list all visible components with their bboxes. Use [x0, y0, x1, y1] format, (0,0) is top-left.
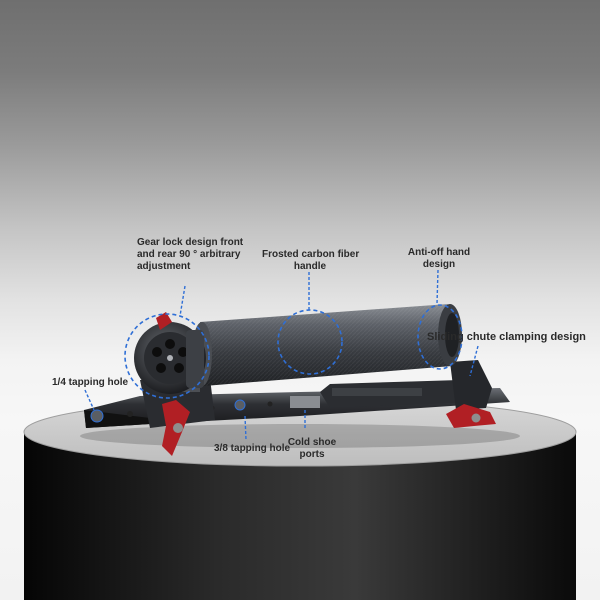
- quarter-hole-label: 1/4 tapping hole: [52, 377, 129, 388]
- frosted-handle-callout-circle: [277, 309, 343, 375]
- three-eighths-tapping-hole: [234, 399, 246, 411]
- rear-riser: [320, 360, 492, 410]
- three-eighths-hole-label: 3/8 tapping hole: [214, 443, 291, 454]
- front-thumb-screw: [162, 400, 190, 456]
- gear-lock-knob: [134, 322, 206, 394]
- sliding-callout-line: [469, 345, 479, 377]
- anti-off-callout-line: [436, 269, 439, 305]
- cold-shoe-port: [290, 396, 320, 408]
- carbon-fiber-handle: [192, 304, 462, 386]
- three-eighths-callout-line: [244, 415, 247, 441]
- top-screw: [156, 312, 172, 330]
- sliding-chute-label: Sliding chute clamping design: [427, 331, 586, 343]
- anti-off-label: Anti-off hand design: [407, 247, 471, 270]
- gear-lock-callout-line: [179, 285, 186, 317]
- anti-off-callout-circle: [417, 304, 463, 370]
- quarter-tapping-hole: [90, 409, 104, 423]
- quarter-callout-line: [84, 389, 95, 411]
- rear-thumb-screw: [446, 404, 496, 428]
- gear-lock-callout-circle: [124, 313, 210, 399]
- gear-lock-label: Gear lock design front and rear 90 ° arb…: [137, 237, 244, 272]
- frosted-handle-label: Frosted carbon fiber handle: [262, 249, 360, 272]
- device-shadow: [80, 424, 520, 448]
- cold-shoe-label: Cold shoe ports: [287, 437, 337, 460]
